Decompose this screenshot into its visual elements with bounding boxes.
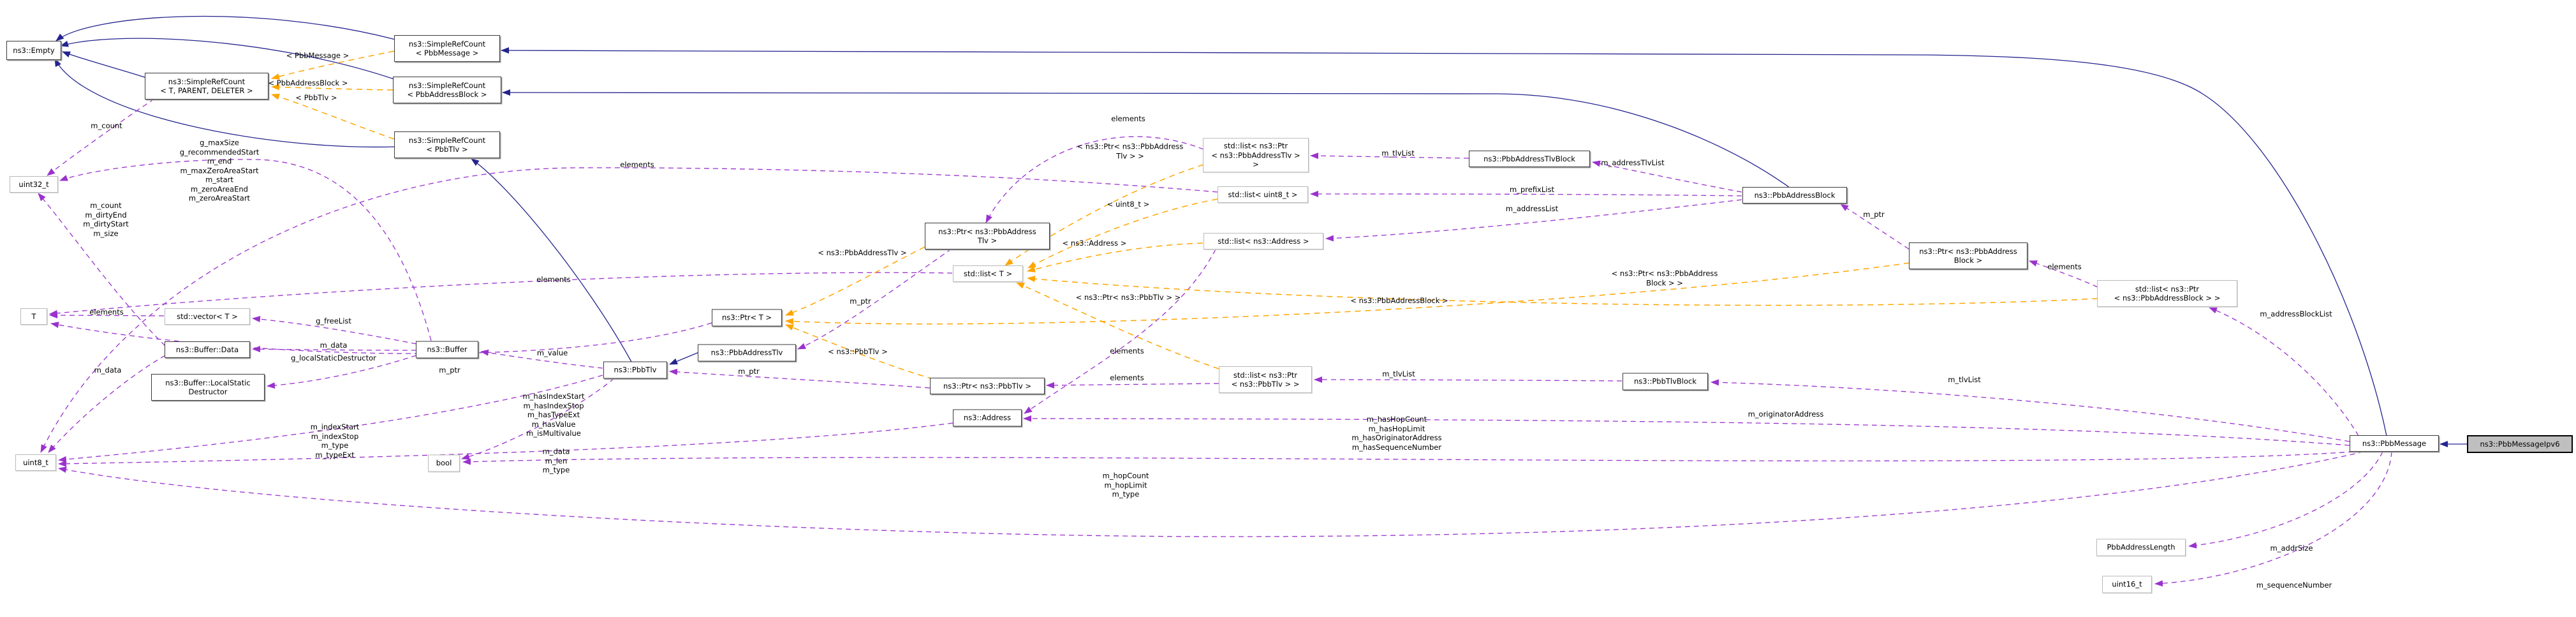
edge-listptrpbbtlv-elements — [1046, 382, 1219, 389]
edge-pbbtlv-uint8 — [58, 375, 603, 463]
node-ptr-pbbtlv[interactable]: ns3::Ptr< ns3::PbbTlv > — [930, 378, 1045, 394]
edge-m-addrsize — [2188, 451, 2383, 549]
node-buffer[interactable]: ns3::Buffer — [416, 341, 478, 359]
node-ptr-pbbaddressblock[interactable]: ns3::Ptr< ns3::PbbAddress Block > — [1909, 242, 2028, 269]
edge-tmpl-pbbtlv — [271, 93, 395, 140]
edge-tmpl-pbbaddressblock — [271, 84, 394, 91]
node-pbbaddresslength[interactable]: PbbAddressLength — [2096, 539, 2186, 556]
edge-bufferdata-uint8 — [48, 355, 166, 453]
edge-srcpbbaddressblock-to-empty — [60, 38, 395, 80]
edge-ptrt-m-ptr — [50, 322, 712, 354]
edge-listptrpbbaddresstlv-elements — [985, 136, 1204, 223]
node-simplerefcount-pbbtlv[interactable]: ns3::SimpleRefCount < PbbTlv > — [394, 131, 500, 158]
edge-tmpl-ptr-pbbtlv — [785, 324, 934, 380]
edge-address-uint8 — [58, 422, 953, 467]
node-std-vector-t[interactable]: std::vector< T > — [165, 308, 250, 325]
edge-m-count — [47, 98, 155, 176]
edge-listptrpbbaddressblock-elements — [2029, 260, 2098, 288]
edge-m-hopcount — [58, 451, 2364, 537]
node-address[interactable]: ns3::Address — [953, 409, 1022, 427]
edge-srct-to-empty — [62, 51, 147, 78]
edge-listt-elements — [49, 272, 953, 316]
edge-m-prefixlist — [1310, 191, 1742, 198]
node-uint32-t[interactable]: uint32_t — [10, 176, 58, 193]
node-buffer-data[interactable]: ns3::Buffer::Data — [165, 341, 250, 358]
node-buffer-localstaticdestructor[interactable]: ns3::Buffer::LocalStatic Destructor — [151, 374, 265, 401]
node-ptr-t[interactable]: ns3::Ptr< T > — [712, 309, 782, 327]
node-pbbaddresstlv[interactable]: ns3::PbbAddressTlv — [698, 344, 796, 362]
edge-tmpl-list-address — [1027, 242, 1203, 272]
edge-addresstlvblock-m-tlvlist — [1310, 152, 1469, 160]
edge-tmpl-list-ptrpbbtlv — [1016, 282, 1219, 369]
node-simplerefcount-pbbmessage[interactable]: ns3::SimpleRefCount < PbbMessage > — [394, 35, 500, 62]
node-std-list-ptr-pbbaddressblock[interactable]: std::list< ns3::Ptr < ns3::PbbAddressBlo… — [2097, 280, 2237, 307]
edge-vector-elements — [49, 312, 165, 319]
edge-pbbaddresstlv-to-pbbtlv — [669, 352, 700, 365]
edge-m-originatoraddress — [1023, 415, 2350, 446]
edge-bufferdata-uint32 — [38, 193, 166, 346]
edge-tlvblock-m-tlvlist — [1314, 376, 1623, 383]
edge-m-addressblocklist — [2209, 307, 2359, 436]
edge-tmpl-ptr-pbbaddressblock — [785, 262, 1910, 325]
edge-tmpl-list-ptraddressblock — [1027, 276, 2098, 306]
edge-srcpbbmessage-to-empty — [55, 15, 396, 41]
edge-tmpl-ptr-pbbaddresstlv — [785, 246, 925, 316]
edge-pbbmessage-to-src — [501, 47, 2387, 436]
edge-pbbtlv-bool — [461, 378, 615, 460]
node-ptr-pbbaddresstlv[interactable]: ns3::Ptr< ns3::PbbAddress Tlv > — [925, 223, 1050, 249]
edge-ptrpbbaddresstlv-m-ptr — [797, 248, 952, 350]
node-uint8-t[interactable]: uint8_t — [15, 454, 56, 471]
edge-tmpl-list-ptraddresstlv — [1005, 164, 1204, 266]
edge-ptrpbbtlv-m-ptr — [669, 368, 931, 389]
node-pbbtlvblock[interactable]: ns3::PbbTlvBlock — [1623, 373, 1708, 390]
edge-m-addresstlvlist — [1592, 160, 1742, 193]
node-simplerefcount-t[interactable]: ns3::SimpleRefCount < T, PARENT, DELETER… — [145, 73, 269, 100]
edge-g-freelist — [252, 316, 417, 345]
edge-srcpbbtlv-to-empty — [54, 58, 396, 148]
node-std-list-uint8-t[interactable]: std::list< uint8_t > — [1218, 186, 1308, 203]
node-std-list-t[interactable]: std::list< T > — [953, 265, 1023, 282]
node-uint16-t[interactable]: uint16_t — [2102, 576, 2152, 593]
edge-m-sequencenumber — [2154, 451, 2392, 587]
node-bool[interactable]: bool — [428, 454, 460, 472]
edge-tmpl-pbbmessage — [271, 50, 395, 80]
node-simplerefcount-pbbaddressblock[interactable]: ns3::SimpleRefCount < PbbAddressBlock > — [393, 77, 501, 103]
node-pbbaddressblock[interactable]: ns3::PbbAddressBlock — [1742, 187, 1847, 204]
node-pbbaddresstlvblock[interactable]: ns3::PbbAddressTlvBlock — [1469, 151, 1590, 167]
edge-g-localstatic — [267, 355, 417, 389]
edge-listaddress-elements — [1024, 249, 1216, 414]
edge-pbbtlv-to-srcpbbtlv — [471, 158, 632, 362]
edge-m-has-flags — [462, 451, 2354, 465]
node-pbbtlv[interactable]: ns3::PbbTlv — [603, 361, 667, 379]
edge-m-addresslist — [1325, 199, 1742, 242]
edge-buffer-uint32 — [59, 159, 432, 341]
edge-m-value — [480, 349, 603, 369]
edge-message-m-tlvlist — [1711, 379, 2350, 442]
edge-buffer-m-data — [252, 346, 417, 353]
node-std-list-address[interactable]: std::list< ns3::Address > — [1203, 233, 1323, 249]
edge-tmpl-list-uint8 — [1027, 198, 1218, 269]
node-std-list-ptr-pbbtlv[interactable]: std::list< ns3::Ptr < ns3::PbbTlv > > — [1219, 366, 1312, 393]
edge-listuint8-elements — [40, 167, 1218, 453]
node-std-list-ptr-pbbaddresstlv[interactable]: std::list< ns3::Ptr < ns3::PbbAddressTlv… — [1203, 138, 1309, 172]
node-t[interactable]: T — [20, 308, 47, 325]
edge-pbbaddressblock-to-src — [502, 89, 1790, 188]
node-pbbmessageipv6[interactable]: ns3::PbbMessageIpv6 — [2467, 435, 2573, 453]
node-ns3-empty[interactable]: ns3::Empty — [6, 41, 61, 60]
node-pbbmessage[interactable]: ns3::PbbMessage — [2350, 435, 2439, 452]
